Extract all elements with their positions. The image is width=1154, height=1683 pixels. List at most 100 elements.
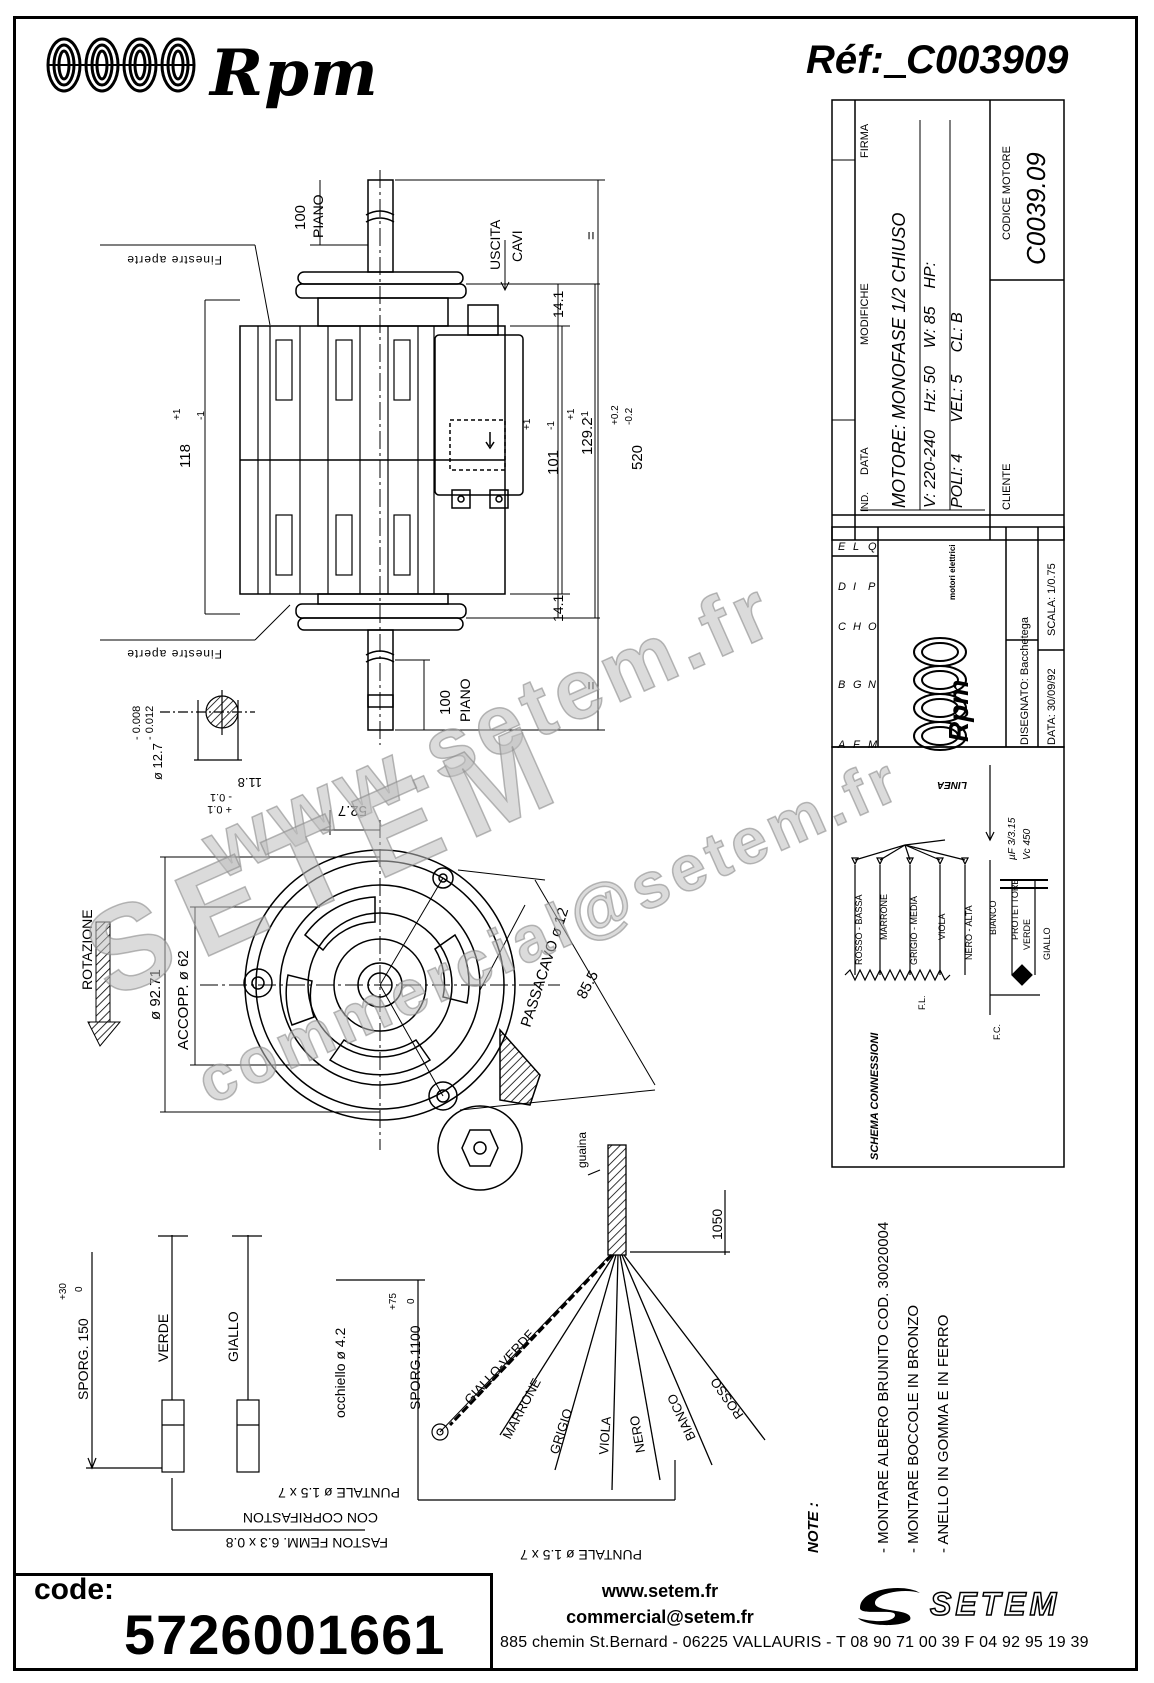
piano-bottom-value: 100 [437, 690, 454, 715]
svg-text:E: E [838, 541, 846, 553]
setem-logo-icon [858, 1588, 920, 1626]
shaft-tol-b: - 0.012 [144, 706, 156, 740]
wire-marrone: MARRONE [499, 1375, 544, 1441]
tb-codice-label: CODICE MOTORE [1001, 146, 1013, 240]
schema-label-nero-alta: NERO - ALTA [964, 905, 974, 960]
schema-label-viola: VIOLA [937, 913, 947, 940]
svg-text:F: F [853, 739, 861, 751]
note-item-2: - MONTARE BOCCOLE IN BRONZO [905, 1305, 922, 1553]
wire-verde: VERDE [155, 1314, 171, 1362]
dim-129: 129.2 [579, 417, 596, 455]
equal-bottom: = [583, 681, 600, 690]
note-item-1: - MONTARE ALBERO BRUNITO COD. 30020004 [875, 1222, 892, 1553]
schema-label-protettore: PROTETTORE [1010, 879, 1020, 940]
code-value: 5726001661 [124, 1603, 446, 1666]
piano-top-label: PIANO [310, 194, 326, 238]
footer-address: 885 chemin St.Bernard - 06225 VALLAURIS … [500, 1634, 1089, 1651]
flat-tol-a: - 0.1 [210, 791, 232, 803]
rotation-arrow-icon [87, 921, 122, 1047]
sporg-150: SPORG. 150 [75, 1318, 91, 1400]
tb-codice-value: C0039.09 [1021, 152, 1051, 265]
dim-520-tol-minus: -0.2 [624, 407, 635, 425]
schema-linea: LINEA [937, 779, 967, 790]
schema-cap-2: Vc 450 [1022, 828, 1033, 860]
shaft-section [160, 690, 255, 761]
schema-label-verde: VERDE [1022, 919, 1032, 950]
cable-bundle [439, 1144, 766, 1491]
faston-label: FASTON FEMM. 6.3 x 0.8 [225, 1535, 388, 1551]
watermark: www.setem.fr SETEM commercial@setem.fr [65, 560, 912, 1119]
shaft-diameter: ø 12.7 [150, 743, 165, 780]
dim-14-bottom: 14.1 [550, 595, 566, 622]
tb-brand-sub: motori elettrici [948, 544, 957, 600]
piano-bottom-label: PIANO [457, 678, 473, 722]
tb-cliente: CLIENTE [1001, 464, 1013, 510]
sporg-150-tol-zero: 0 [74, 1286, 85, 1292]
reference-value: C003909 [906, 38, 1069, 82]
dim-129-tol-minus: -1 [580, 411, 591, 420]
svg-text:D: D [838, 581, 846, 593]
title-block-logo-icon [913, 637, 967, 751]
rpm-logo-icon [46, 37, 196, 93]
schema-label-marrone: MARRONE [879, 894, 889, 940]
svg-text:Q: Q [868, 541, 877, 553]
tb-ind: IND. [860, 492, 871, 512]
footer-email[interactable]: commercial@setem.fr [566, 1607, 754, 1627]
tb-specs-2: POLI: 4 VEL: 5 CL: B [949, 312, 966, 508]
piano-top-value: 100 [292, 205, 309, 230]
accopp-label: ACCOPP. ø 62 [175, 950, 192, 1050]
uscita-label: USCITA [487, 219, 503, 270]
dim-52: 52.7 [338, 802, 367, 819]
connection-schema [844, 765, 1048, 1015]
svg-text:L: L [853, 541, 859, 553]
flat-dim: 11.8 [238, 775, 262, 790]
wire-nero: NERO [627, 1414, 648, 1454]
shaft-tol-a: - 0.008 [131, 706, 143, 740]
puntale-right: PUNTALE ø 1.5 x 7 [520, 1547, 642, 1563]
occhiello-label: occhiello ø 4.2 [332, 1328, 348, 1418]
dim-92: ø 92.71 [147, 969, 164, 1020]
wire-giallo: GIALLO [225, 1311, 241, 1362]
dim-520-tol-plus: +0.2 [610, 405, 621, 425]
wire-grigio: GRIGIO [547, 1407, 576, 1456]
reference-label: Réf: [806, 38, 884, 82]
svg-text:I: I [853, 581, 856, 593]
sporg-150-tol-plus: +30 [58, 1283, 69, 1300]
svg-text:P: P [868, 581, 876, 593]
schema-title: SCHEMA CONNESSIONI [869, 1032, 881, 1160]
brand-name: Rpm [210, 36, 379, 111]
dim-85: 85.5 [574, 968, 603, 1002]
sporg-1100-tol-plus: +75 [388, 1293, 399, 1310]
wire-bianco: BIANCO [664, 1392, 699, 1444]
note-item-3: - ANELLO IN GOMMA E IN FERRO [935, 1315, 952, 1553]
dim-1050: 1050 [709, 1209, 725, 1240]
footer-website[interactable]: www.setem.fr [601, 1581, 719, 1601]
tb-scala: SCALA: 1/0.75 [1046, 563, 1058, 636]
motor-side-view [239, 170, 524, 745]
puntale-left: PUNTALE ø 1.5 x 7 [278, 1485, 400, 1501]
svg-text:B: B [838, 679, 845, 691]
guaina-label: guaina [575, 1132, 589, 1168]
schema-fc: F.C. [992, 1024, 1002, 1040]
svg-text:N: N [868, 679, 876, 691]
setem-brand: SETEM [929, 1585, 1061, 1623]
tb-firma: FIRMA [859, 123, 871, 158]
dim-129-tol-plus: +1 [566, 408, 577, 420]
drawing-frame [13, 16, 1138, 1671]
reference: Réf: C003909 [806, 38, 1068, 83]
finestre-aperte-bottom: Finestre aperte [126, 647, 222, 661]
tb-motore: MOTORE: MONOFASE 1/2 CHIUSO [889, 213, 909, 508]
flat-tol-b: + 0.1 [207, 803, 232, 815]
svg-text:G: G [853, 679, 862, 691]
motor-front-view [200, 820, 560, 1191]
dim-101: 101 [545, 450, 562, 475]
code-label: code: [34, 1573, 115, 1606]
rotazione-label: ROTAZIONE [79, 909, 95, 990]
code-box [16, 1573, 493, 1671]
schema-label-grigio-media: GRIGIO - MEDIA [909, 896, 919, 965]
wire-rosso: ROSSO [707, 1375, 746, 1422]
footer-contact: www.setem.fr commercial@setem.fr [560, 1578, 760, 1630]
sporg-1100: SPORG.1100 [407, 1325, 423, 1410]
